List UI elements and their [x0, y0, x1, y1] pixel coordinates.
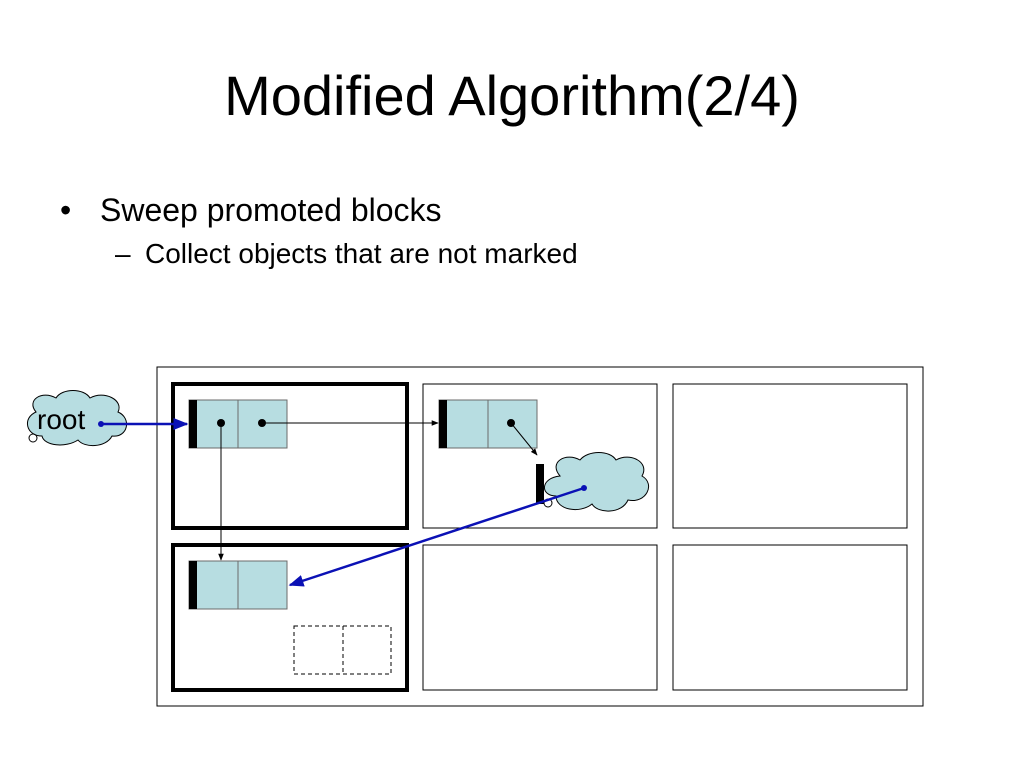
sub-bullet-text: Collect objects that are not marked [145, 238, 578, 269]
collected-object [293, 625, 392, 675]
pointer-cloud-to-c [288, 486, 585, 587]
root-cloud: root [27, 390, 127, 446]
root-label: root [37, 404, 85, 435]
object-header-mark [439, 400, 447, 448]
object-header-mark [189, 400, 197, 448]
sub-bullet-item: – Collect objects that are not marked [60, 234, 960, 274]
small-ring-icon [28, 433, 38, 443]
block-1 [171, 382, 409, 530]
block-6 [672, 544, 908, 691]
object-a [188, 399, 288, 449]
bullet-text: Sweep promoted blocks [100, 192, 442, 228]
pointer-b-to-cloud [510, 422, 538, 456]
block-5 [422, 544, 658, 691]
object-b [438, 399, 538, 449]
heap-frame [156, 366, 924, 707]
sub-bullet-mark: – [115, 238, 131, 269]
bullet-list: • Sweep promoted blocks – Collect object… [60, 188, 960, 274]
bullet-mark: • [60, 192, 72, 228]
object-header-mark [536, 464, 544, 504]
cloud-object [536, 452, 649, 512]
bullet-item: • Sweep promoted blocks [60, 188, 960, 232]
block-4 [171, 543, 409, 692]
block-3 [672, 383, 908, 529]
slide-title: Modified Algorithm(2/4) [224, 64, 800, 127]
object-header-mark [189, 561, 197, 609]
object-c [188, 560, 288, 610]
block-2 [422, 383, 658, 529]
